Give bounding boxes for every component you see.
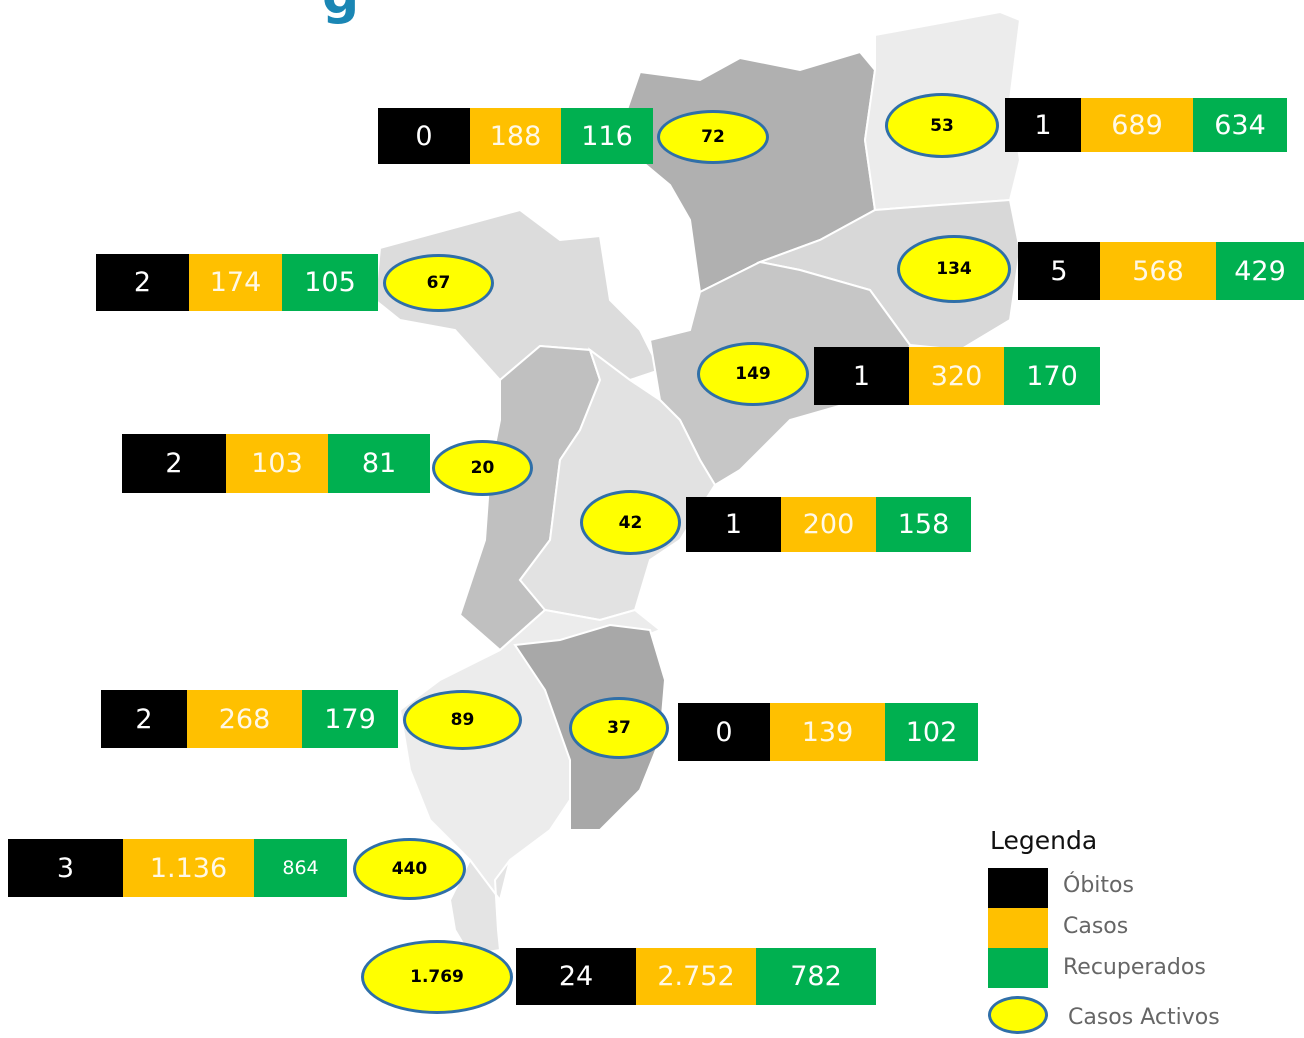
obitos-value: 0 <box>678 703 770 761</box>
legend-title: Legenda <box>990 826 1098 855</box>
casos-value: 174 <box>189 254 282 311</box>
obitos-value: 1 <box>814 347 909 405</box>
casos-activos-oval: 89 <box>403 690 522 750</box>
recuperados-value: 158 <box>876 497 971 552</box>
obitos-value: 0 <box>378 108 470 164</box>
legend-label-casos-activos: Casos Activos <box>1068 1005 1220 1030</box>
casos-activos-oval: 42 <box>580 490 681 555</box>
obitos-value: 2 <box>101 690 187 748</box>
casos-activos-oval: 440 <box>353 838 466 900</box>
region-stats: 2 103 81 <box>122 434 430 493</box>
region-stats: 0 139 102 <box>678 703 978 761</box>
recuperados-value: 116 <box>561 108 653 164</box>
region-stats: 1 689 634 <box>1005 98 1287 152</box>
recuperados-value: 429 <box>1216 242 1304 300</box>
recuperados-value: 81 <box>328 434 430 493</box>
region-stats: 24 2.752 782 <box>516 948 876 1005</box>
casos-value: 2.752 <box>636 948 756 1005</box>
casos-value: 268 <box>187 690 302 748</box>
legend-swatch-casos <box>988 908 1048 948</box>
casos-activos-oval: 72 <box>657 110 769 164</box>
recuperados-value: 105 <box>282 254 378 311</box>
region-stats: 2 174 105 <box>96 254 378 311</box>
region-stats: 3 1.136 864 <box>8 839 347 897</box>
region-stats: 5 568 429 <box>1018 242 1304 300</box>
obitos-value: 2 <box>96 254 189 311</box>
recuperados-value: 179 <box>302 690 398 748</box>
province-maputo <box>448 858 511 957</box>
legend-label-obitos: Óbitos <box>1063 873 1134 898</box>
casos-value: 200 <box>781 497 876 552</box>
title-fragment: g <box>322 0 384 28</box>
legend-swatch-obitos <box>988 868 1048 908</box>
recuperados-value: 170 <box>1004 347 1100 405</box>
casos-activos-oval: 20 <box>432 440 533 496</box>
casos-activos-oval: 149 <box>697 342 809 406</box>
obitos-value: 5 <box>1018 242 1100 300</box>
obitos-value: 2 <box>122 434 226 493</box>
legend-swatch-recuperados <box>988 948 1048 988</box>
casos-activos-oval: 1.769 <box>361 940 513 1014</box>
obitos-value: 1 <box>1005 98 1081 152</box>
legend: Legenda Óbitos Casos Recuperados Casos A… <box>988 826 1288 1036</box>
region-stats: 2 268 179 <box>101 690 398 748</box>
casos-value: 689 <box>1081 98 1193 152</box>
recuperados-value: 864 <box>254 839 347 897</box>
obitos-value: 1 <box>686 497 781 552</box>
legend-swatch-casos-activos <box>988 996 1048 1034</box>
region-stats: 0 188 116 <box>378 108 653 164</box>
recuperados-value: 782 <box>756 948 876 1005</box>
casos-value: 139 <box>770 703 885 761</box>
obitos-value: 24 <box>516 948 636 1005</box>
recuperados-value: 102 <box>885 703 978 761</box>
obitos-value: 3 <box>8 839 123 897</box>
casos-value: 320 <box>909 347 1004 405</box>
region-stats: 1 200 158 <box>686 497 971 552</box>
casos-activos-oval: 67 <box>383 254 494 312</box>
casos-value: 188 <box>470 108 561 164</box>
recuperados-value: 634 <box>1193 98 1287 152</box>
title-fragment-text: g <box>322 0 384 22</box>
casos-activos-oval: 37 <box>569 697 669 759</box>
casos-value: 103 <box>226 434 328 493</box>
region-stats: 1 320 170 <box>814 347 1100 405</box>
legend-label-casos: Casos <box>1063 914 1129 939</box>
casos-value: 568 <box>1100 242 1216 300</box>
casos-activos-oval: 53 <box>885 93 999 158</box>
legend-label-recuperados: Recuperados <box>1063 955 1206 980</box>
casos-value: 1.136 <box>123 839 254 897</box>
casos-activos-oval: 134 <box>897 235 1011 303</box>
